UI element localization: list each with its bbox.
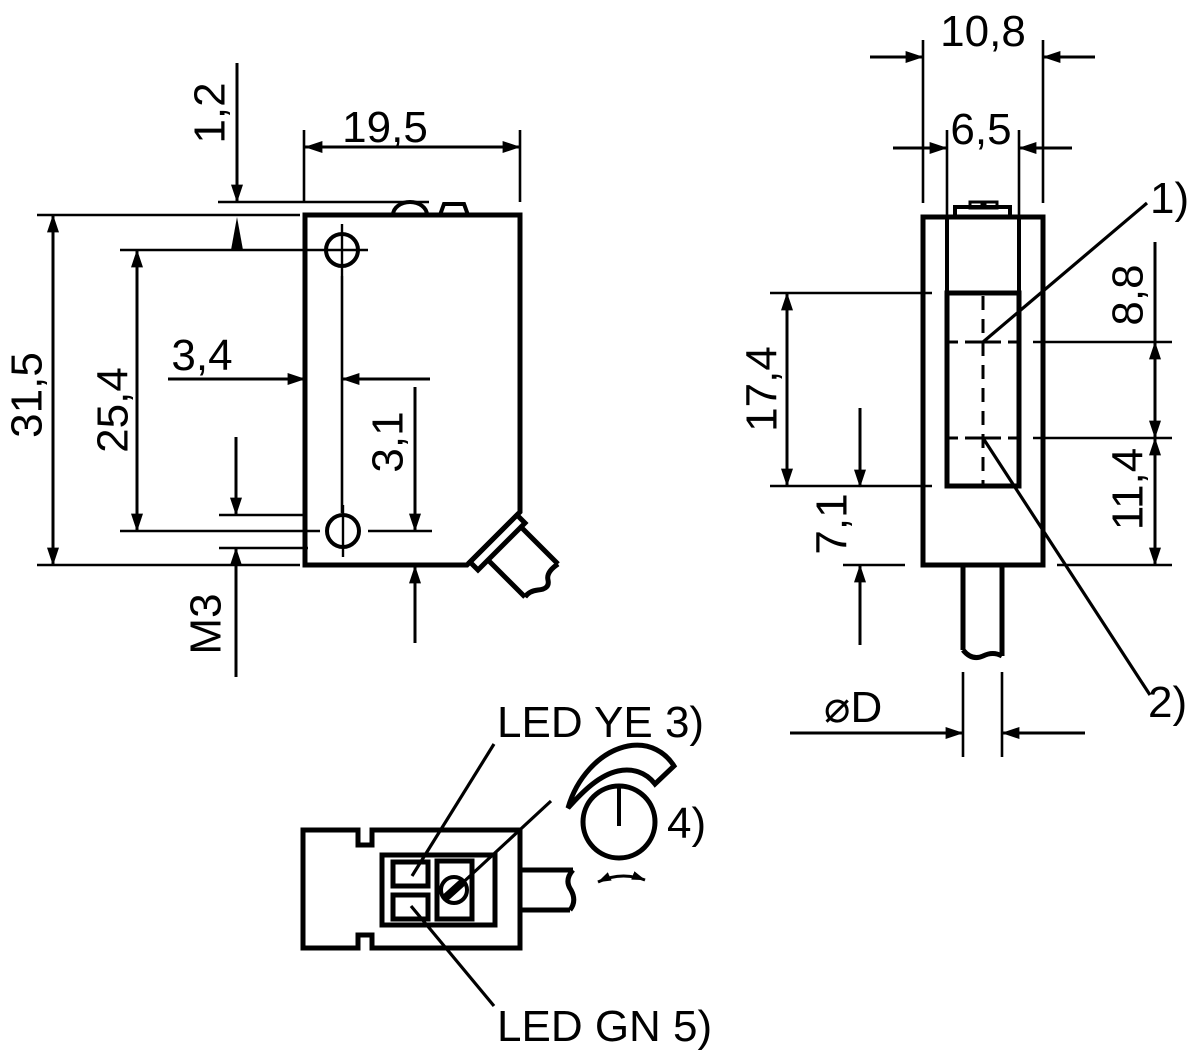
knob-circle [580, 783, 658, 861]
dim-protrusion-height: 1,2 [185, 63, 429, 250]
dim-window-height: 17,4 [737, 291, 932, 488]
dim-receiver-axis: 11,4 [1057, 437, 1172, 567]
pot-bump [438, 202, 470, 216]
dim-label: 3,1 [363, 411, 412, 472]
pot-screw[interactable] [439, 875, 469, 905]
dim-bottom-gap: 7,1 [807, 408, 905, 645]
dim-label: 6,5 [950, 105, 1011, 154]
dim-label: 11,4 [1103, 448, 1152, 530]
callout-label: 2) [1148, 678, 1187, 727]
callout-receiver: 2) [981, 437, 1187, 727]
top-body-outline [300, 827, 523, 951]
dim-label: ⌀D [824, 683, 882, 732]
dim-label: 25,4 [88, 367, 137, 453]
dim-label: 7,1 [807, 493, 856, 554]
leader-line [409, 904, 496, 1008]
dim-hole-offset-x: 3,4 [168, 276, 430, 513]
leader-line [981, 201, 1149, 344]
knob-turn-arrow [597, 871, 646, 884]
side-view: 31,5 25,4 1,2 19,5 3,4 [2, 63, 560, 677]
dim-label: 1,2 [185, 82, 234, 143]
dim-total-height: 31,5 [2, 213, 300, 567]
dim-front-width: 10,8 [870, 7, 1095, 203]
pot-frame [434, 858, 475, 922]
cable-gland-collar [466, 511, 529, 574]
led-yellow-window [390, 859, 431, 889]
dim-label: 17,4 [737, 346, 786, 432]
front-cable [960, 565, 1005, 660]
label-text: LED GN 5) [497, 1002, 712, 1051]
leader-line [455, 799, 553, 890]
top-view: LED YE 3) 4) LED GN 5) [300, 698, 712, 1051]
front-tab-left [968, 200, 984, 210]
dim-label: 31,5 [2, 352, 51, 438]
dim-hole-spacing: 25,4 [88, 248, 432, 533]
dim-window-width: 6,5 [893, 105, 1072, 215]
dim-thread: M3 [181, 437, 308, 677]
side-cable [486, 525, 560, 599]
dim-emitter-axis: 8,8 [1033, 242, 1172, 440]
leader-line [410, 743, 496, 877]
top-cable [520, 867, 577, 913]
label-led-yellow: LED YE 3) [410, 698, 704, 877]
dim-label: 19,5 [342, 103, 428, 152]
callout-label: 1) [1150, 174, 1189, 223]
adjustment-knob-symbol [565, 742, 678, 884]
knob-rotation-arc [565, 742, 678, 810]
optical-window [944, 290, 1022, 489]
callout-emitter: 1) [981, 174, 1189, 344]
dim-label: 8,8 [1103, 264, 1152, 325]
label-text: LED YE 3) [497, 698, 704, 747]
led-green-window [390, 892, 431, 922]
dim-label: 3,4 [171, 331, 232, 380]
side-body-outline [302, 212, 523, 568]
dim-label: M3 [181, 593, 230, 654]
front-tab-right [983, 200, 999, 210]
label-led-green: LED GN 5) [409, 904, 712, 1051]
front-view: 10,8 6,5 17,4 7,1 [737, 7, 1189, 757]
dim-hole-offset-y: 3,1 [363, 387, 421, 643]
dim-cable-diameter: ⌀D [790, 672, 1085, 757]
dim-body-width: 19,5 [302, 103, 522, 202]
control-panel-recess [379, 852, 498, 928]
label-text: 4) [667, 799, 706, 848]
label-potentiometer: 4) [455, 799, 706, 890]
arrowhead-up [231, 217, 243, 250]
leader-line [981, 437, 1152, 696]
dim-label: 10,8 [940, 7, 1026, 56]
